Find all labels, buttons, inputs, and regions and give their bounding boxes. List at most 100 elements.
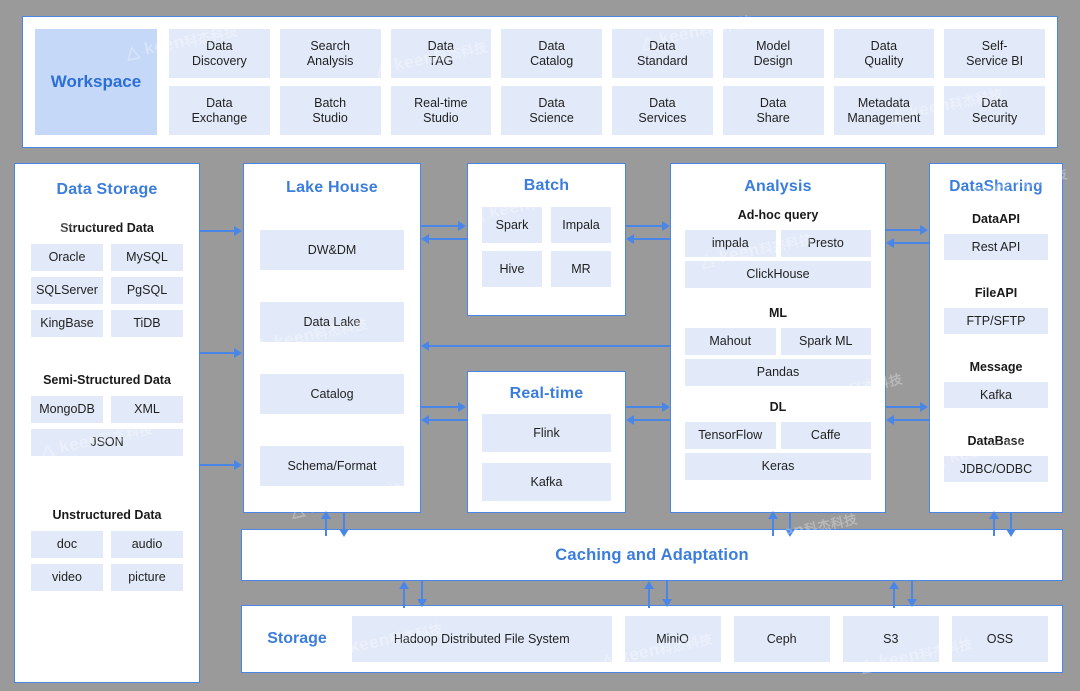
storage-item[interactable]: SQLServer xyxy=(31,277,103,304)
datasharing-item[interactable]: Rest API xyxy=(944,234,1048,260)
semi-structured-data-grid: MongoDB XML xyxy=(31,396,183,423)
arrow-up-icon xyxy=(644,581,654,589)
storage-item[interactable]: audio xyxy=(111,531,183,558)
workspace-item[interactable]: Self-Service BI xyxy=(944,29,1045,78)
storage-item[interactable]: XML xyxy=(111,396,183,423)
arrow-right-icon xyxy=(662,221,670,231)
analysis-item[interactable]: Keras xyxy=(685,453,871,480)
lake-house-panel: Lake House DW&DM Data Lake Catalog Schem… xyxy=(243,163,421,513)
connector-lake-realtime xyxy=(421,406,460,408)
arrow-down-icon xyxy=(339,529,349,537)
realtime-item[interactable]: Flink xyxy=(482,414,611,452)
datasharing-panel: DataSharing DataAPI Rest API FileAPI FTP… xyxy=(929,163,1063,513)
connector-storage-caching xyxy=(648,588,650,608)
storage-item[interactable]: doc xyxy=(31,531,103,558)
lake-house-item[interactable]: Data Lake xyxy=(260,302,404,342)
arrow-left-icon xyxy=(626,234,634,244)
lake-house-item[interactable]: DW&DM xyxy=(260,230,404,270)
analysis-item[interactable]: ClickHouse xyxy=(685,261,871,288)
analysis-item[interactable]: Presto xyxy=(780,230,871,257)
storage-item[interactable]: video xyxy=(31,564,103,591)
analysis-item[interactable]: TensorFlow xyxy=(685,422,776,449)
arrow-right-icon xyxy=(920,402,928,412)
lake-house-item[interactable]: Catalog xyxy=(260,374,404,414)
adhoc-query-title: Ad-hoc query xyxy=(737,208,819,222)
connector-realtime-analysis xyxy=(626,406,664,408)
realtime-item[interactable]: Kafka xyxy=(482,463,611,501)
connector-storage-caching xyxy=(893,588,895,608)
batch-item[interactable]: Spark xyxy=(482,207,542,243)
batch-panel: Batch Spark Impala Hive MR xyxy=(467,163,626,316)
storage-item[interactable]: JSON xyxy=(31,429,183,456)
analysis-item[interactable]: Caffe xyxy=(780,422,871,449)
connector-caching-lake xyxy=(325,518,327,536)
storage-item[interactable]: MongoDB xyxy=(31,396,103,423)
dl-title: DL xyxy=(769,400,787,414)
storage-item[interactable]: Oracle xyxy=(31,244,103,271)
connector-batch-lake xyxy=(428,238,467,240)
datasharing-item[interactable]: JDBC/ODBC xyxy=(944,456,1048,482)
datasharing-item[interactable]: Kafka xyxy=(944,382,1048,408)
storage-item[interactable]: TiDB xyxy=(111,310,183,337)
storage-layer-item[interactable]: OSS xyxy=(951,616,1049,662)
message-title: Message xyxy=(969,360,1023,374)
batch-item[interactable]: MR xyxy=(551,251,611,287)
analysis-item[interactable]: Pandas xyxy=(685,359,871,386)
storage-layer-item[interactable]: Hadoop Distributed File System xyxy=(352,616,612,662)
data-storage-title: Data Storage xyxy=(56,181,158,198)
analysis-item[interactable]: impala xyxy=(685,230,776,257)
connector-caching-storage xyxy=(421,581,423,601)
data-storage-panel: Data Storage Structured Data Oracle MySQ… xyxy=(14,163,200,683)
datasharing-item[interactable]: FTP/SFTP xyxy=(944,308,1048,334)
arrow-right-icon xyxy=(458,402,466,412)
adhoc-query-grid: impala Presto xyxy=(685,230,871,257)
storage-item[interactable]: KingBase xyxy=(31,310,103,337)
arrow-left-icon xyxy=(421,415,429,425)
realtime-panel: Real-time Flink Kafka xyxy=(467,371,626,513)
analysis-item[interactable]: Spark ML xyxy=(780,328,871,355)
storage-layer-item[interactable]: S3 xyxy=(842,616,939,662)
arrow-right-icon xyxy=(662,402,670,412)
lake-house-item[interactable]: Schema/Format xyxy=(260,446,404,486)
analysis-title: Analysis xyxy=(744,178,812,195)
arrow-down-icon xyxy=(662,599,672,607)
connector-sharing-caching xyxy=(1010,513,1012,531)
arrow-up-icon xyxy=(989,511,999,519)
arrow-up-icon xyxy=(399,581,409,589)
storage-item[interactable]: picture xyxy=(111,564,183,591)
storage-item[interactable]: PgSQL xyxy=(111,277,183,304)
batch-item[interactable]: Impala xyxy=(551,207,611,243)
arrow-right-icon xyxy=(458,221,466,231)
arrow-left-icon xyxy=(886,415,894,425)
ml-grid: Mahout Spark ML xyxy=(685,328,871,355)
analysis-panel: Analysis Ad-hoc query impala Presto Clic… xyxy=(670,163,886,513)
connector-caching-sharing xyxy=(993,518,995,536)
storage-layer-item[interactable]: MiniO xyxy=(624,616,721,662)
database-title: DataBase xyxy=(967,434,1025,448)
storage-item[interactable]: MySQL xyxy=(111,244,183,271)
batch-item[interactable]: Hive xyxy=(482,251,542,287)
arrow-up-icon xyxy=(321,511,331,519)
semi-structured-data-title: Semi-Structured Data xyxy=(43,373,171,387)
arrow-down-icon xyxy=(1006,529,1016,537)
batch-grid: Spark Impala Hive MR xyxy=(482,207,611,287)
connector-analysis-realtime xyxy=(633,419,670,421)
connector-lake-batch xyxy=(421,225,460,227)
analysis-item[interactable]: Mahout xyxy=(685,328,776,355)
storage-layer-item[interactable]: Ceph xyxy=(733,616,830,662)
